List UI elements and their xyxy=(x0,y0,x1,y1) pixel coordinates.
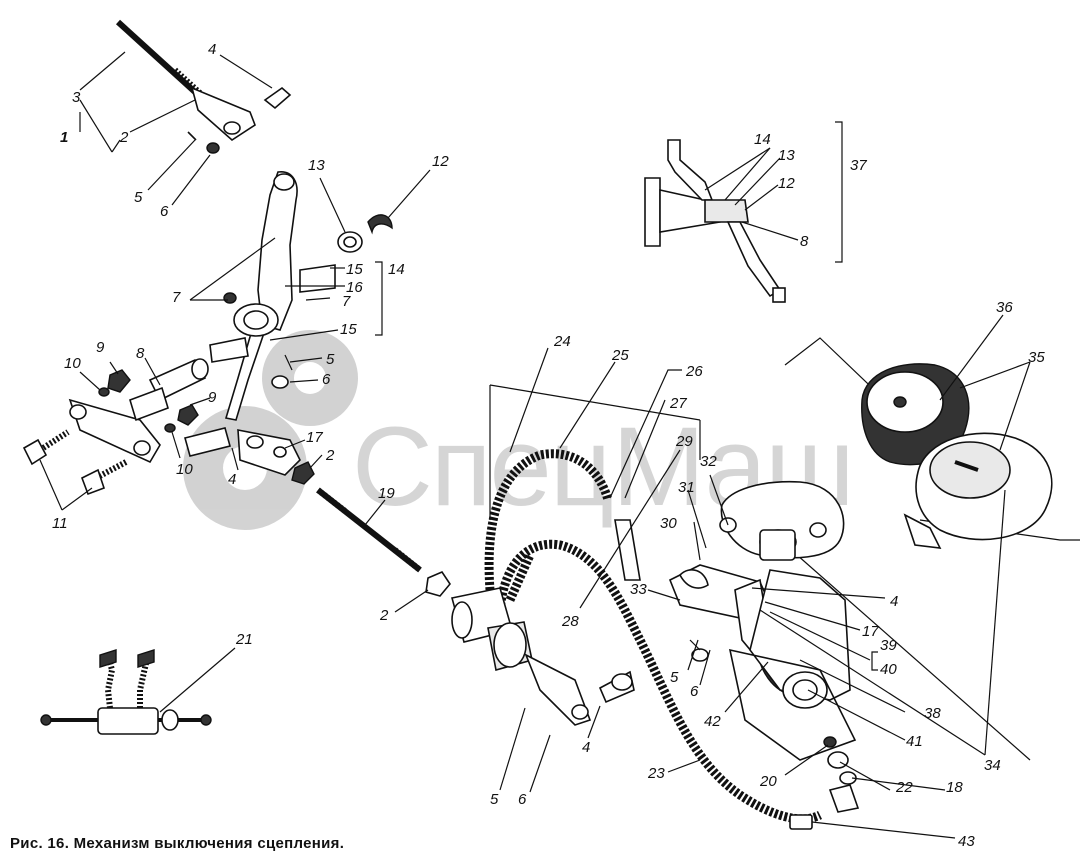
label-18: 18 xyxy=(946,779,963,796)
label-11: 11 xyxy=(52,515,68,532)
label-4: 4 xyxy=(228,471,236,488)
label-34: 34 xyxy=(984,757,1001,774)
label-9: 9 xyxy=(208,389,217,406)
label-40: 40 xyxy=(880,661,897,678)
label-20: 20 xyxy=(759,773,777,790)
label-42: 42 xyxy=(704,713,721,730)
label-6: 6 xyxy=(322,371,331,388)
clutch-pedal xyxy=(209,171,336,476)
pedal-shaft-bracket xyxy=(22,358,231,496)
label-30: 30 xyxy=(660,515,677,532)
label-15: 15 xyxy=(340,321,357,338)
hose-fittings xyxy=(789,736,860,830)
pedal-hardware xyxy=(98,214,393,485)
release-fork xyxy=(668,564,857,761)
label-29: 29 xyxy=(675,433,693,450)
slave-cylinder-assembly xyxy=(451,587,635,726)
label-5: 5 xyxy=(134,189,143,206)
label-39: 39 xyxy=(880,637,897,654)
figure-caption: Рис. 16. Механизм выключения сцепления. xyxy=(10,835,344,852)
label-21: 21 xyxy=(235,631,253,648)
label-17: 17 xyxy=(306,429,323,446)
label-9: 9 xyxy=(96,339,105,356)
label-8: 8 xyxy=(136,345,145,362)
label-36: 36 xyxy=(996,299,1013,316)
label-13: 13 xyxy=(308,157,325,174)
label-2: 2 xyxy=(325,447,335,464)
label-4: 4 xyxy=(208,41,216,58)
label-4: 4 xyxy=(582,739,590,756)
hydraulic-hoses xyxy=(484,449,823,824)
label-14: 14 xyxy=(754,131,771,148)
label-5: 5 xyxy=(670,669,679,686)
label-33: 33 xyxy=(630,581,647,598)
label-12: 12 xyxy=(432,153,449,170)
label-16: 16 xyxy=(346,279,363,296)
label-28: 28 xyxy=(561,613,579,630)
vacuum-drum-parts xyxy=(861,363,1053,549)
label-23: 23 xyxy=(647,765,665,782)
label-5: 5 xyxy=(326,351,335,368)
label-10: 10 xyxy=(64,355,81,372)
label-13: 13 xyxy=(778,147,795,164)
label-12: 12 xyxy=(778,175,795,192)
label-35: 35 xyxy=(1028,349,1045,366)
label-41: 41 xyxy=(906,733,923,750)
label-1: 1 xyxy=(60,129,68,146)
label-6: 6 xyxy=(160,203,169,220)
label-5: 5 xyxy=(490,791,499,808)
label-22: 22 xyxy=(895,779,913,796)
label-4: 4 xyxy=(890,593,898,610)
label-25: 25 xyxy=(611,347,629,364)
clutch-housing xyxy=(719,480,845,561)
master-cylinder-21 xyxy=(40,649,212,735)
label-27: 27 xyxy=(669,395,687,412)
label-32: 32 xyxy=(700,453,717,470)
label-6: 6 xyxy=(518,791,527,808)
pedal-rod-assembly xyxy=(115,19,292,154)
label-7: 7 xyxy=(172,289,181,306)
label-37: 37 xyxy=(850,157,867,174)
part-labels: 1 2 3 4 5 6 13 12 15 16 14 7 7 15 5 6 9 … xyxy=(52,41,1045,850)
label-26: 26 xyxy=(685,363,703,380)
label-2: 2 xyxy=(119,129,129,146)
pedal-mount-inset-37 xyxy=(644,121,843,303)
label-19: 19 xyxy=(378,485,395,502)
label-10: 10 xyxy=(176,461,193,478)
label-24: 24 xyxy=(553,333,571,350)
label-15: 15 xyxy=(346,261,363,278)
label-17: 17 xyxy=(862,623,879,640)
label-2: 2 xyxy=(379,607,389,624)
label-7: 7 xyxy=(342,293,351,310)
label-31: 31 xyxy=(678,479,695,496)
pushrod xyxy=(316,487,451,597)
label-6: 6 xyxy=(690,683,699,700)
label-43: 43 xyxy=(958,833,975,850)
label-14: 14 xyxy=(388,261,405,278)
label-38: 38 xyxy=(924,705,941,722)
label-8: 8 xyxy=(800,233,809,250)
label-3: 3 xyxy=(72,89,81,106)
leader-lines xyxy=(39,51,1031,839)
